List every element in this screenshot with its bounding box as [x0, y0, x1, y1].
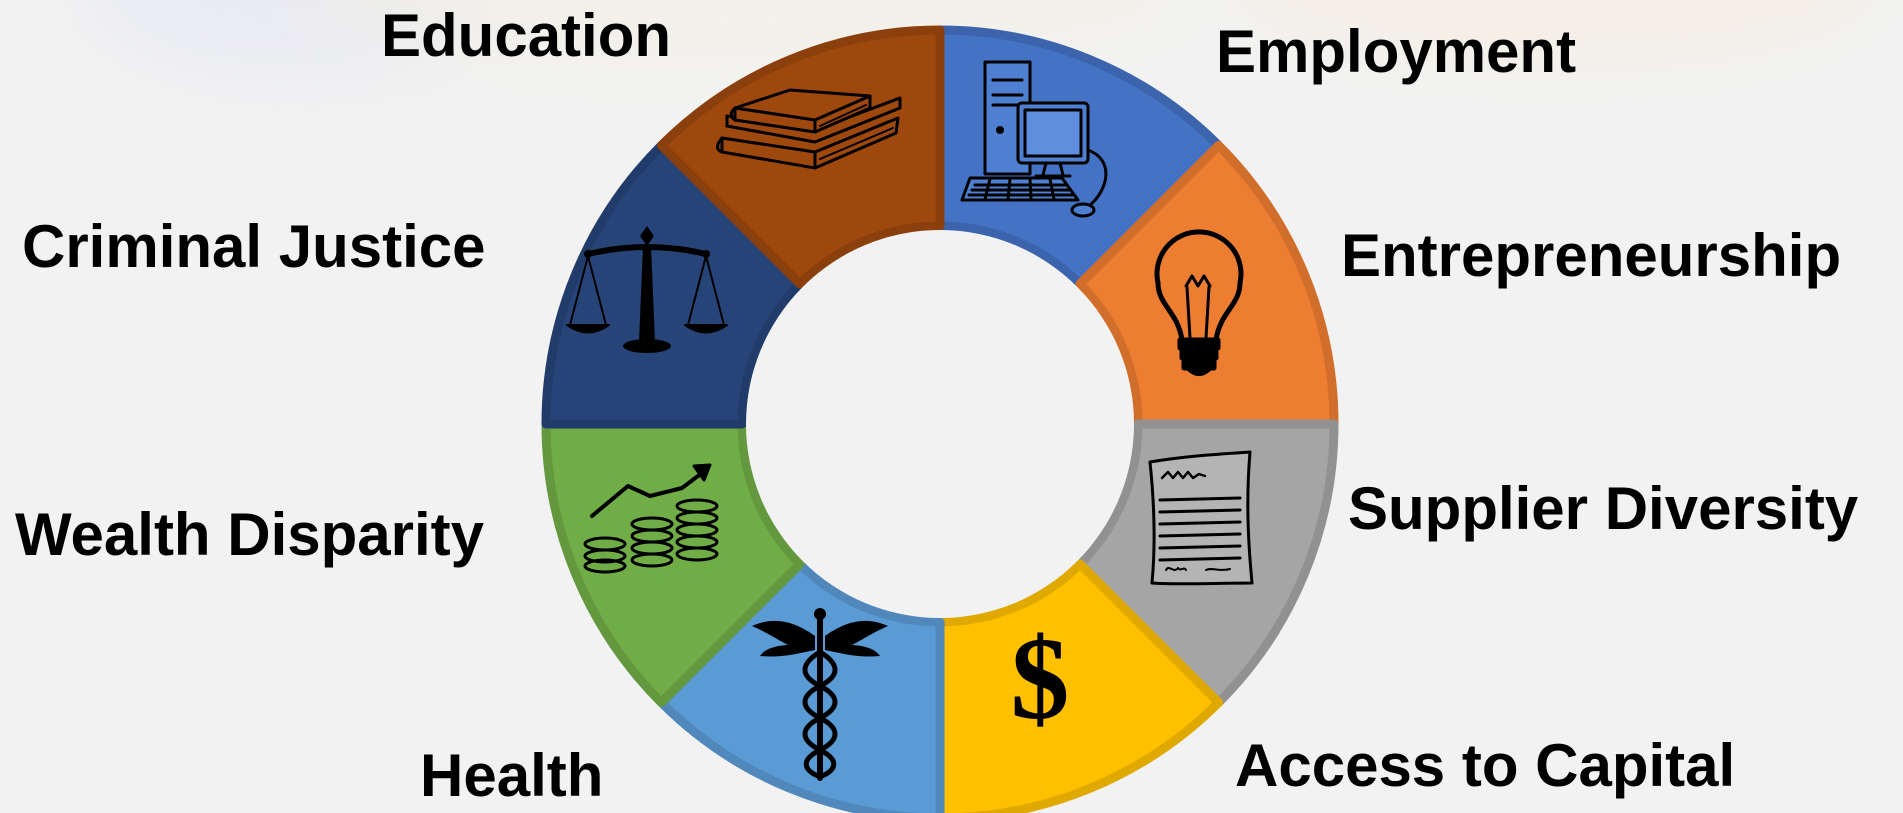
document-icon	[1148, 450, 1254, 586]
label-supplier-diversity: Supplier Diversity	[1348, 475, 1859, 542]
coins-growth-icon	[583, 463, 719, 574]
label-entrepreneurship: Entrepreneurship	[1341, 222, 1842, 289]
wheel-segments	[541, 25, 1339, 813]
segment-access-to-capital	[935, 559, 1224, 813]
wheel-center	[746, 230, 1134, 618]
label-wealth-disparity: Wealth Disparity	[15, 501, 485, 568]
wheel-icons: $	[566, 60, 1254, 781]
lightbulb-icon	[1154, 229, 1244, 376]
dollar-sign-icon: $	[1011, 613, 1070, 744]
label-education: Education	[381, 2, 672, 69]
books-icon	[716, 88, 902, 170]
label-employment: Employment	[1216, 18, 1577, 85]
segment-wealth-disparity	[541, 419, 805, 708]
label-criminal-justice: Criminal Justice	[22, 213, 486, 280]
caduceus-icon	[752, 608, 888, 781]
dollar-glyph: $	[1011, 613, 1070, 744]
label-access-to-capital: Access to Capital	[1235, 732, 1736, 799]
label-health: Health	[420, 742, 604, 809]
segment-criminal-justice	[541, 140, 805, 429]
computer-icon	[960, 60, 1108, 218]
scales-of-justice-icon	[566, 226, 728, 353]
